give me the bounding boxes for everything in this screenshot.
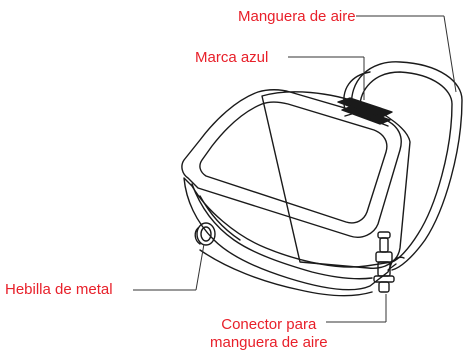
cuff-front-panel bbox=[181, 89, 402, 238]
connector-label-line1: Conector para bbox=[221, 316, 317, 333]
cuff-inner-outline bbox=[199, 101, 388, 224]
cuff-back-panel bbox=[261, 91, 411, 269]
metal-buckle bbox=[194, 222, 216, 246]
hose-connector bbox=[373, 231, 405, 293]
blue-mark-label: Marca azul bbox=[195, 49, 269, 66]
metal-buckle-label: Hebilla de metal bbox=[5, 281, 113, 298]
blue-mark-bands bbox=[337, 97, 393, 127]
air-hose bbox=[343, 61, 463, 271]
connector-label-line2: manguera de aire bbox=[210, 334, 328, 351]
air-hose-label: Manguera de aire bbox=[238, 8, 356, 25]
connector-label: Conector para manguera de aire bbox=[210, 316, 328, 352]
leader-lines bbox=[133, 15, 457, 323]
